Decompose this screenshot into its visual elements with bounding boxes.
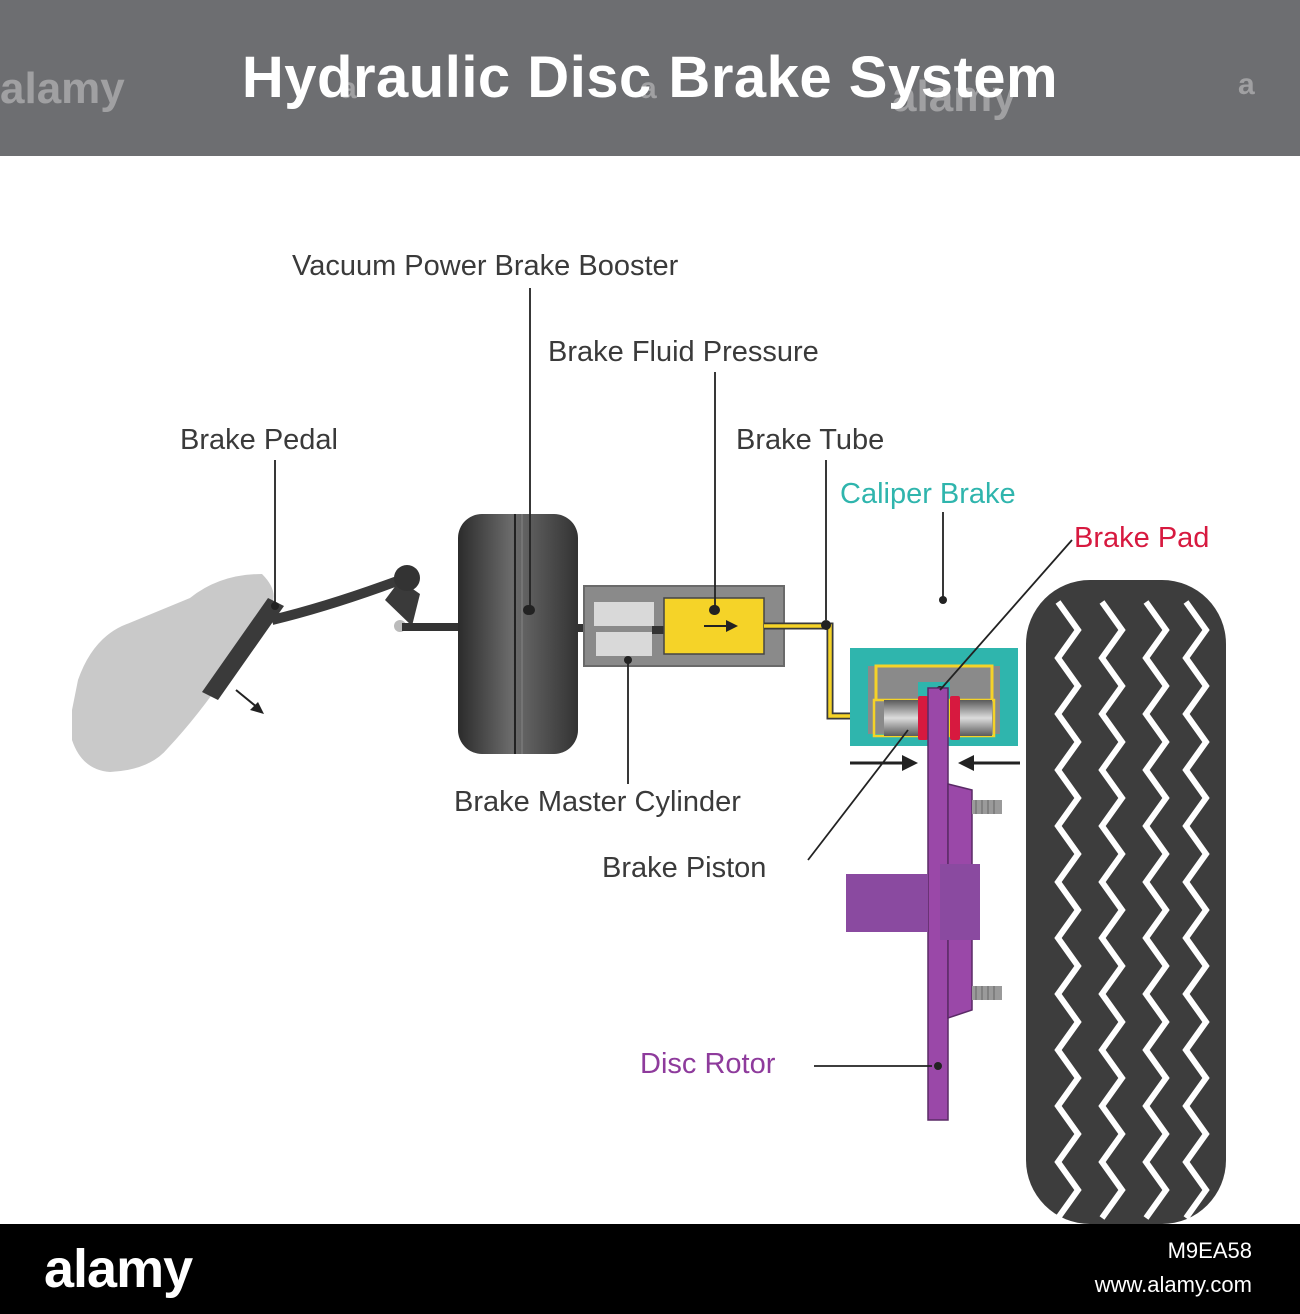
label-caliper-brake: Caliper Brake bbox=[840, 478, 1016, 510]
foot-shape bbox=[72, 574, 274, 772]
label-brake-tube: Brake Tube bbox=[736, 424, 885, 456]
leader-lines bbox=[274, 288, 1073, 1067]
alamy-logo: alamy bbox=[44, 1239, 193, 1299]
image-id: M9EA58 bbox=[1167, 1238, 1252, 1263]
pedal-arrow bbox=[235, 689, 259, 709]
pedal-pivot bbox=[394, 565, 420, 591]
brake-pad-left bbox=[918, 696, 928, 740]
header-bar: alamy a a alamy a Hydraulic Disc Brake S… bbox=[0, 0, 1300, 156]
tread-groove bbox=[1182, 600, 1210, 1220]
tire-tread bbox=[1054, 600, 1210, 1220]
footer-bar: alamy M9EA58 www.alamy.com bbox=[0, 1224, 1300, 1314]
watermark: alamy bbox=[892, 72, 1017, 121]
watermark: alamy bbox=[0, 64, 125, 113]
brake-piston-right bbox=[958, 700, 992, 736]
push-rod bbox=[402, 623, 460, 631]
page-title: Hydraulic Disc Brake System bbox=[241, 45, 1059, 110]
label-brake-pedal: Brake Pedal bbox=[180, 424, 338, 456]
tread-groove bbox=[1098, 600, 1126, 1220]
vacuum-booster bbox=[458, 514, 578, 754]
label-brake-pad: Brake Pad bbox=[1074, 522, 1210, 554]
leader-dots bbox=[271, 596, 947, 1070]
label-brake-piston: Brake Piston bbox=[602, 852, 767, 884]
watermark: a bbox=[340, 72, 357, 105]
footer-url: www.alamy.com bbox=[1094, 1272, 1252, 1297]
label-vacuum-booster: Vacuum Power Brake Booster bbox=[292, 250, 679, 282]
label-brake-master-cylinder: Brake Master Cylinder bbox=[454, 786, 741, 818]
label-brake-fluid-pressure: Brake Fluid Pressure bbox=[548, 336, 819, 368]
watermark: a bbox=[1238, 68, 1255, 101]
pedal-arm bbox=[270, 575, 402, 625]
tread-groove bbox=[1054, 600, 1082, 1220]
label-disc-rotor: Disc Rotor bbox=[640, 1048, 776, 1080]
brake-piston-left bbox=[884, 700, 918, 736]
watermark: a bbox=[640, 72, 657, 105]
brake-pedal-plate bbox=[202, 598, 284, 700]
tread-groove bbox=[1142, 600, 1170, 1220]
brake-pad-right bbox=[950, 696, 960, 740]
